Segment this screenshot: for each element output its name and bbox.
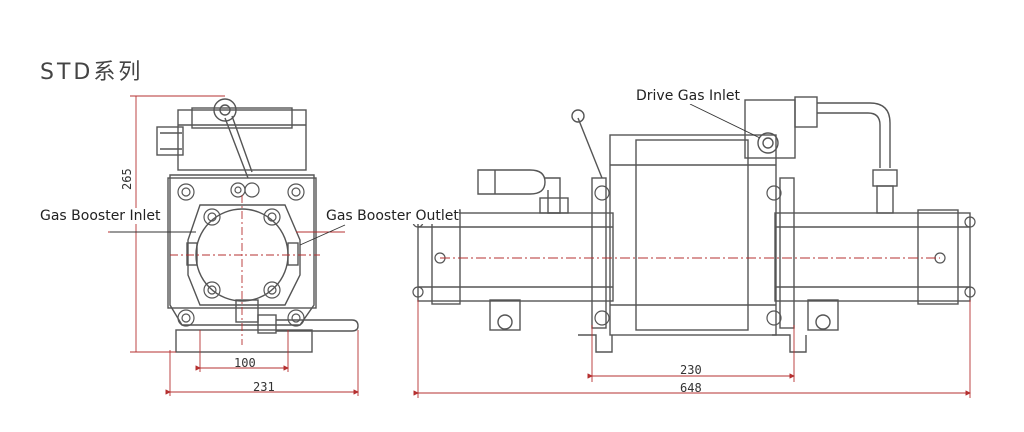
front-view [156, 98, 359, 353]
page-title: STD系列 [40, 60, 144, 85]
gas-booster-inlet-label: Gas Booster Inlet [40, 208, 161, 224]
dimension-100: 100 [234, 356, 256, 370]
side-view-dimensions [110, 103, 971, 398]
dimension-648: 648 [680, 381, 702, 395]
dimension-230: 230 [680, 363, 702, 377]
gas-booster-outlet-label: Gas Booster Outlet [326, 208, 459, 224]
drive-gas-inlet-label: Drive Gas Inlet [636, 88, 740, 104]
front-view-dimensions [108, 95, 359, 396]
dimension-265: 265 [120, 168, 134, 190]
side-view [412, 96, 976, 353]
dimension-231: 231 [253, 380, 275, 394]
